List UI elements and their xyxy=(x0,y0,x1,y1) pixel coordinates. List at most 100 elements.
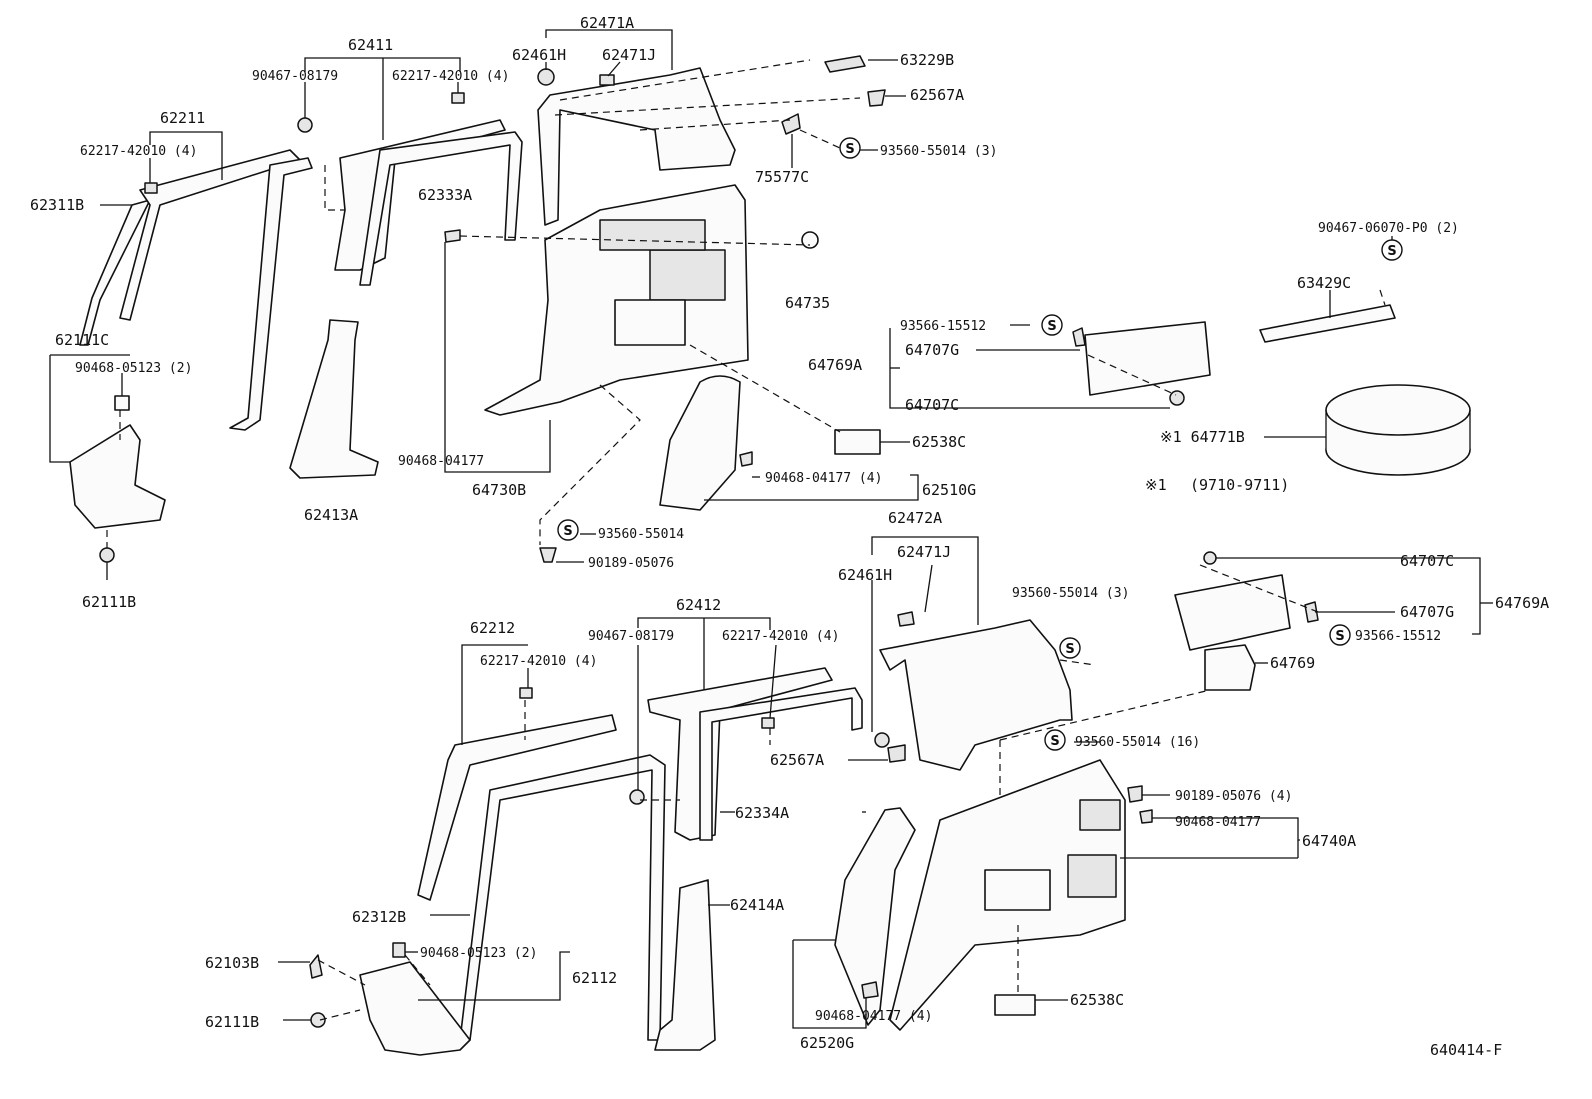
label-62334a: 62334A xyxy=(735,804,789,822)
label-62111c: 62111C xyxy=(55,331,109,349)
label-62217-42010-a: 62217-42010 (4) xyxy=(392,69,509,84)
note-range: (9710-9711) xyxy=(1190,476,1289,494)
label-93560-55014-3-bot: 93560-55014 (3) xyxy=(1012,586,1129,601)
label-90468-04177-right: 90468-04177 xyxy=(1175,815,1261,830)
s-mark-6 xyxy=(1329,624,1351,646)
clip-62567a-bot xyxy=(887,744,906,763)
strip-62333a xyxy=(359,131,523,286)
s-mark-4-label: S xyxy=(563,524,572,539)
label-64707g-right: 64707G xyxy=(1400,603,1454,621)
label-62471a: 62471A xyxy=(580,14,634,32)
speaker-box-top xyxy=(614,299,686,346)
label-62567a-top: 62567A xyxy=(910,86,964,104)
label-64769a-right: 64769A xyxy=(1495,594,1549,612)
label-62461h-top: 62461H xyxy=(512,46,566,64)
label-64771b: ※1 64771B xyxy=(1160,428,1245,446)
label-63229b: 63229B xyxy=(900,51,954,69)
label-62472a: 62472A xyxy=(888,509,942,527)
label-90468-04177-4-mid: 90468-04177 (4) xyxy=(765,471,882,486)
clip-90467-08179-bot xyxy=(629,789,645,805)
label-62312b: 62312B xyxy=(352,908,406,926)
label-62510g: 62510G xyxy=(922,481,976,499)
s-mark-1 xyxy=(839,137,861,159)
pillar-garnish-62212 xyxy=(417,714,617,901)
box-64769 xyxy=(1204,644,1256,691)
clip-90468-04177-left xyxy=(444,229,461,243)
clip-62103b xyxy=(309,954,323,979)
label-90468-05123-bot: 90468-05123 (2) xyxy=(420,946,537,961)
label-90468-05123-top: 90468-05123 (2) xyxy=(75,361,192,376)
label-62112: 62112 xyxy=(572,969,617,987)
clip-90189-05076-4 xyxy=(1127,785,1143,803)
label-93566-15512-right: 93566-15512 xyxy=(1355,629,1441,644)
label-64707c-right: 64707C xyxy=(1400,552,1454,570)
label-93566-15512-top: 93566-15512 xyxy=(900,319,986,334)
label-90189-05076-mid: 90189-05076 xyxy=(588,556,674,571)
leader-lines xyxy=(49,29,1493,1029)
label-62103b: 62103B xyxy=(205,954,259,972)
pocket-top xyxy=(599,219,706,251)
label-64707c-top: 64707C xyxy=(905,396,959,414)
clip-90468-05123-bot xyxy=(392,942,406,958)
label-90467-08179-bot: 90467-08179 xyxy=(588,629,674,644)
cap-64735 xyxy=(801,231,819,249)
label-62538c-top: 62538C xyxy=(912,433,966,451)
clip-75577c xyxy=(781,113,801,135)
label-62217-42010-c: 62217-42010 (4) xyxy=(722,629,839,644)
label-62461h-bot: 62461H xyxy=(838,566,892,584)
label-90468-04177-4-bot: 90468-04177 (4) xyxy=(815,1009,932,1024)
label-62333a: 62333A xyxy=(418,186,472,204)
pocket-bot xyxy=(984,869,1051,911)
tire-cover-64771b-top xyxy=(1325,384,1471,436)
s-mark-3 xyxy=(1041,314,1063,336)
clip-62217-top-a xyxy=(144,182,158,194)
label-62411: 62411 xyxy=(348,36,393,54)
label-64735: 64735 xyxy=(785,294,830,312)
label-64730b: 64730B xyxy=(472,481,526,499)
label-62111b-top: 62111B xyxy=(82,593,136,611)
quarter-trim-upper-62471a xyxy=(537,67,736,226)
cap-62538c-bot xyxy=(994,994,1036,1016)
clip-64707c-right xyxy=(1203,551,1217,565)
s-mark-7 xyxy=(1044,729,1066,751)
label-62111b-bot: 62111B xyxy=(205,1013,259,1031)
label-62520g: 62520G xyxy=(800,1034,854,1052)
s-mark-2 xyxy=(1381,239,1403,261)
label-90467-08179-top: 90467-08179 xyxy=(252,69,338,84)
quarter-trim-upper-62472a xyxy=(879,619,1073,771)
pad-62510g xyxy=(659,375,741,511)
strap-63429c xyxy=(1259,304,1396,343)
label-62211: 62211 xyxy=(160,109,205,127)
label-64740a: 64740A xyxy=(1302,832,1356,850)
label-62471j-bot: 62471J xyxy=(897,543,951,561)
label-93560-55014-16: 93560-55014 (16) xyxy=(1075,735,1200,750)
label-75577c: 75577C xyxy=(755,168,809,186)
pad-62520g xyxy=(834,807,916,1026)
clip-62461h-bot xyxy=(874,732,890,748)
clip-90468-05123-top xyxy=(114,395,130,411)
clip-90468-04177-4-bot xyxy=(861,981,879,999)
label-64769a-top: 64769A xyxy=(808,356,862,374)
s-mark-5-label: S xyxy=(1065,642,1074,657)
clip-90468-04177-mid xyxy=(739,451,753,467)
label-62413a: 62413A xyxy=(304,506,358,524)
label-62217-42010-d: 62217-42010 (4) xyxy=(480,654,597,669)
box-bot xyxy=(1079,799,1121,831)
label-62567a-bot: 62567A xyxy=(770,751,824,769)
clip-62461h-top xyxy=(537,68,555,86)
label-90189-05076-4: 90189-05076 (4) xyxy=(1175,789,1292,804)
label-90468-04177-left: 90468-04177 xyxy=(398,454,484,469)
label-64707g-top: 64707G xyxy=(905,341,959,359)
part-labels: 62411 62211 62471A 62461H 62471J 63229B … xyxy=(30,14,1549,1059)
s-mark-5 xyxy=(1059,637,1081,659)
pillar-lower-62414a xyxy=(654,879,716,1051)
strip-62211-long xyxy=(229,157,313,431)
clip-90189-05076-mid xyxy=(539,547,557,563)
diagram-code: 640414-F xyxy=(1430,1041,1502,1059)
label-93560-55014-3-top: 93560-55014 (3) xyxy=(880,144,997,159)
kick-panel-62111c xyxy=(69,424,166,529)
s-mark-1-label: S xyxy=(845,142,854,157)
clip-62567a-top xyxy=(867,89,886,107)
clip-90468-04177-right xyxy=(1139,809,1153,824)
label-62538c-bot: 62538C xyxy=(1070,991,1124,1009)
